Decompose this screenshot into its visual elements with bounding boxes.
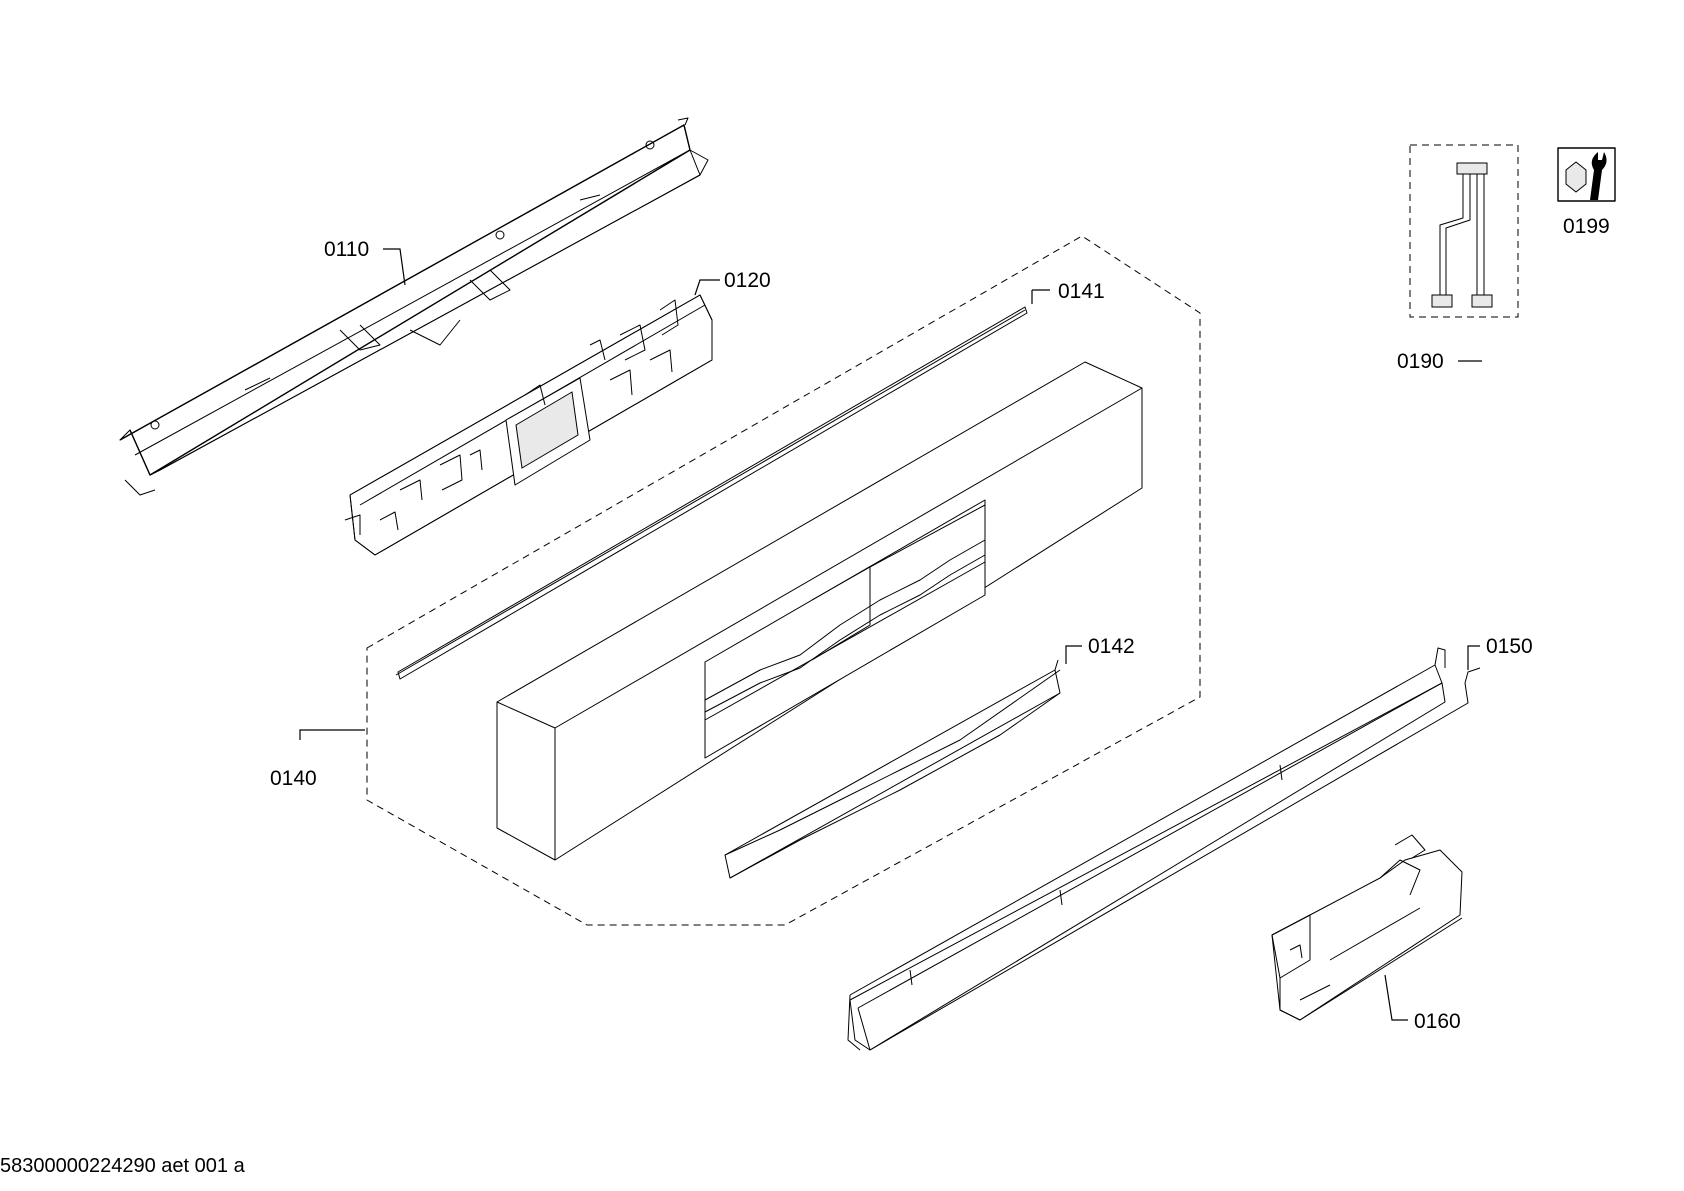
leader-0160 bbox=[1384, 974, 1408, 1021]
part-0160-bracket[interactable] bbox=[1271, 834, 1463, 1021]
label-0150: 0150 bbox=[1486, 635, 1533, 658]
label-0141: 0141 bbox=[1058, 280, 1105, 303]
leader-0150 bbox=[1467, 645, 1480, 670]
leader-0120 bbox=[694, 279, 720, 296]
wrench-nut-icon[interactable] bbox=[1557, 147, 1616, 202]
label-0110: 0110 bbox=[324, 238, 369, 261]
assembly-0140-boundary bbox=[366, 235, 1201, 926]
leader-0140 bbox=[299, 729, 365, 740]
part-0142-lower-trim[interactable] bbox=[724, 659, 1061, 879]
label-0199: 0199 bbox=[1563, 215, 1610, 238]
part-0190-cable-harness[interactable] bbox=[1409, 144, 1519, 318]
leader-0110 bbox=[383, 248, 406, 286]
document-id: 58300000224290 aet 001 a bbox=[0, 1155, 246, 1177]
label-0140: 0140 bbox=[270, 767, 317, 790]
label-0160: 0160 bbox=[1414, 1010, 1461, 1033]
label-0190: 0190 bbox=[1397, 350, 1444, 373]
part-0150-kick-plate[interactable] bbox=[847, 647, 1481, 1051]
leader-0142 bbox=[1065, 645, 1082, 664]
part-0120-control-module[interactable] bbox=[344, 294, 713, 556]
part-labels: 0110 0120 0141 0142 0140 0150 0160 0190 … bbox=[0, 215, 1610, 1177]
harness-boundary bbox=[1409, 144, 1519, 318]
label-0142: 0142 bbox=[1088, 635, 1135, 658]
part-0110-mounting-rail[interactable] bbox=[119, 117, 709, 496]
cable-harness-icon bbox=[1431, 162, 1493, 308]
part-0141-trim-strip[interactable] bbox=[395, 306, 1028, 680]
label-0120: 0120 bbox=[724, 269, 771, 292]
part-0140-control-panel[interactable] bbox=[496, 361, 1143, 861]
